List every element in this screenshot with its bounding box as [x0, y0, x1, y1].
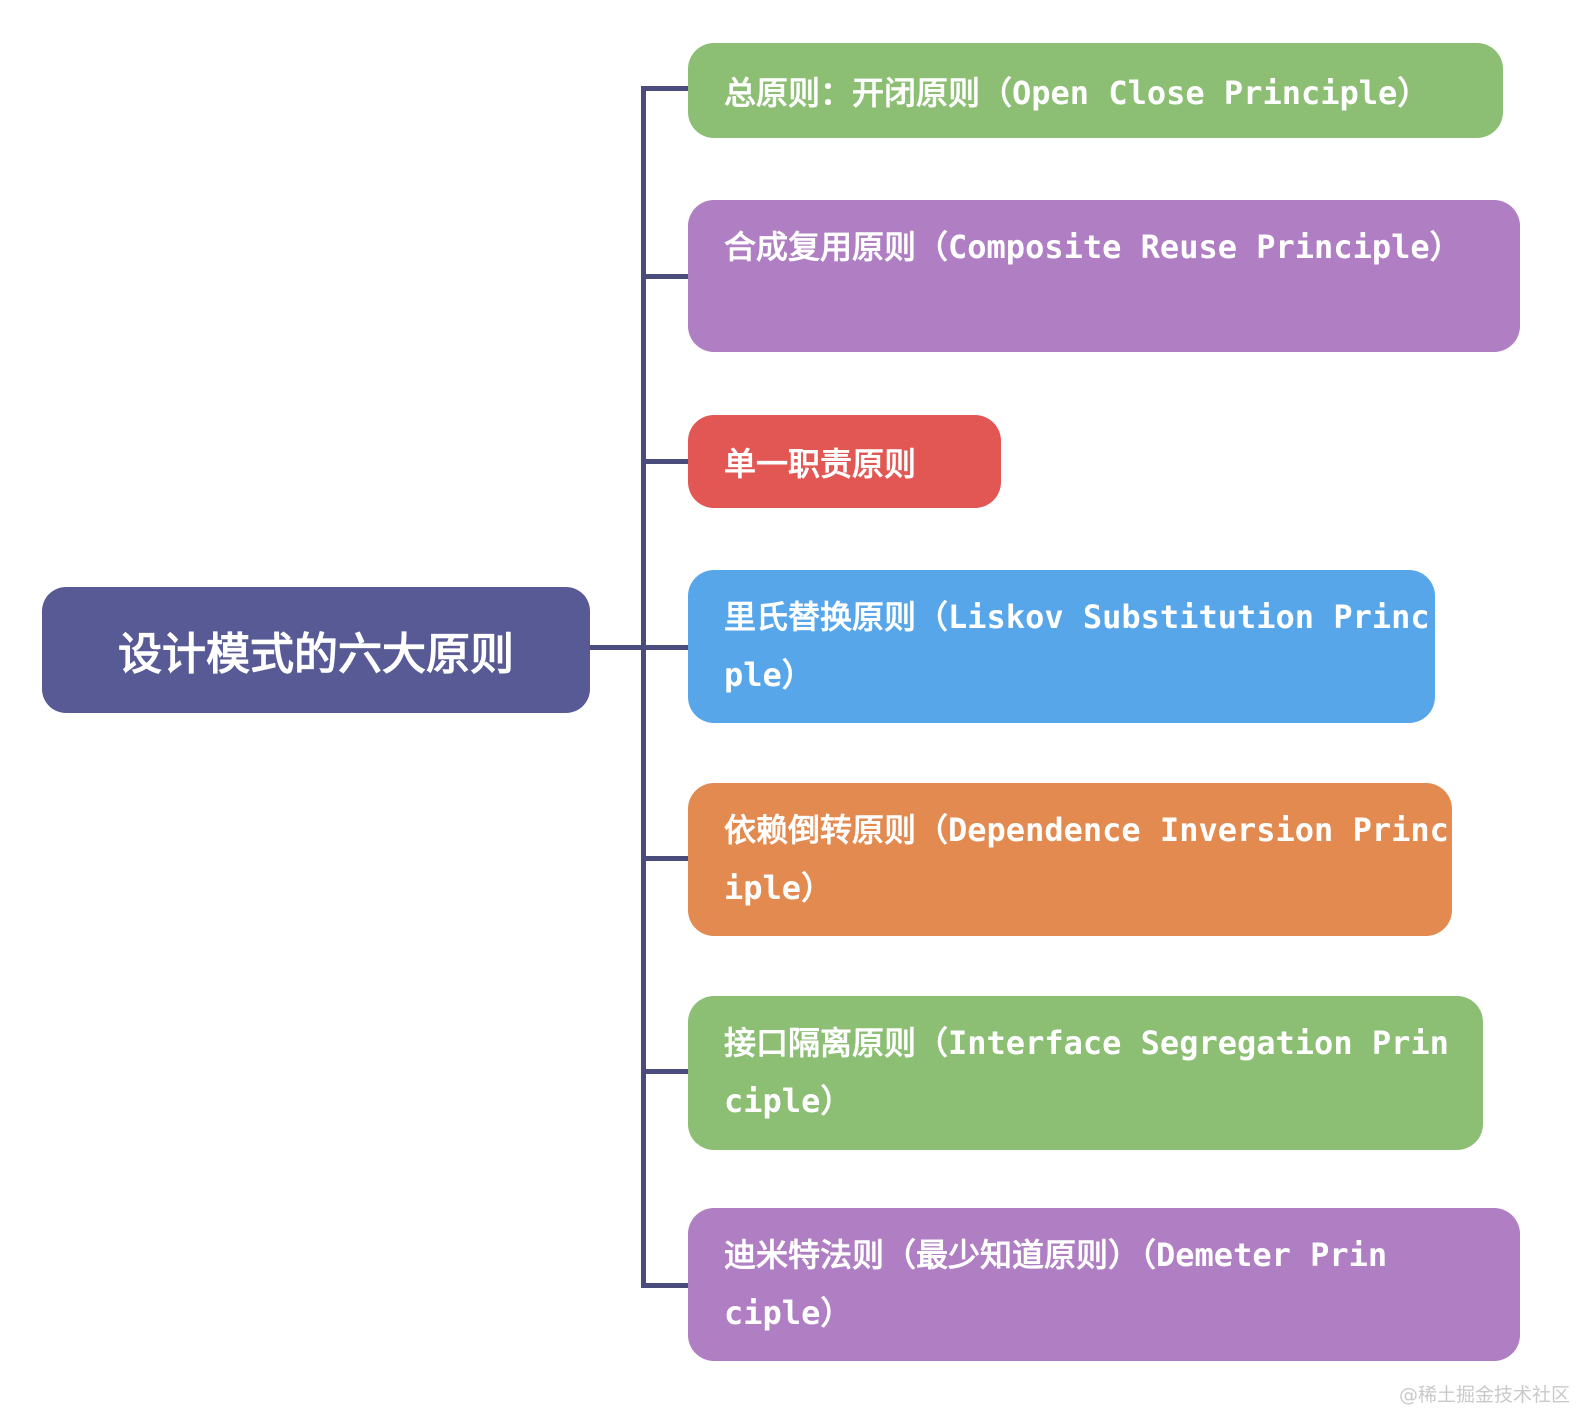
node-demeter-principle[interactable]: 迪米特法则（最少知道原则）（Demeter Prin ciple）	[688, 1208, 1520, 1361]
watermark-juejin-community: @稀土掘金技术社区	[1398, 1384, 1570, 1406]
connector-stub-composite-reuse	[641, 274, 688, 279]
connector-stub-interface-segregation	[641, 1069, 688, 1074]
node-demeter-principle-label-line1: 迪米特法则（最少知道原则）（Demeter Prin	[724, 1236, 1388, 1274]
node-open-close-principle-label: 总原则：开闭原则（Open Close Principle）	[724, 73, 1430, 112]
connector-stub-liskov-substitution	[641, 645, 688, 650]
node-interface-segregation-principle-label-line1: 接口隔离原则（Interface Segregation Prin	[724, 1024, 1449, 1062]
connector-stub-demeter	[641, 1283, 688, 1288]
connector-root-link	[588, 645, 643, 650]
node-interface-segregation-principle-label-line2: ciple）	[724, 1082, 853, 1120]
connector-stub-open-close	[641, 86, 688, 91]
node-dependence-inversion-principle-label-line1: 依赖倒转原则（Dependence Inversion Princ	[724, 811, 1449, 849]
node-liskov-substitution-principle-label-line1: 里氏替换原则（Liskov Substitution Princ	[724, 598, 1430, 636]
node-interface-segregation-principle[interactable]: 接口隔离原则（Interface Segregation Prin ciple）	[688, 996, 1483, 1150]
node-composite-reuse-principle[interactable]: 合成复用原则（Composite Reuse Principle）	[688, 200, 1520, 352]
root-node-label: 设计模式的六大原则	[118, 629, 514, 680]
node-single-responsibility-principle-label: 单一职责原则	[724, 444, 917, 483]
node-open-close-principle[interactable]: 总原则：开闭原则（Open Close Principle）	[688, 43, 1503, 138]
node-single-responsibility-principle[interactable]: 单一职责原则	[688, 415, 1001, 508]
node-liskov-substitution-principle-label-line2: ple）	[724, 656, 814, 694]
connector-trunk	[641, 86, 646, 1288]
node-composite-reuse-principle-label: 合成复用原则（Composite Reuse Principle）	[724, 228, 1462, 266]
node-liskov-substitution-principle[interactable]: 里氏替换原则（Liskov Substitution Princ ple）	[688, 570, 1435, 723]
connector-stub-single-responsibility	[641, 459, 688, 464]
connector-stub-dependence-inversion	[641, 856, 688, 861]
node-dependence-inversion-principle-label-line2: iple）	[724, 869, 834, 907]
node-demeter-principle-label-line2: ciple）	[724, 1294, 853, 1332]
root-node-design-pattern-principles[interactable]: 设计模式的六大原则	[42, 587, 590, 713]
node-dependence-inversion-principle[interactable]: 依赖倒转原则（Dependence Inversion Princ iple）	[688, 783, 1452, 936]
